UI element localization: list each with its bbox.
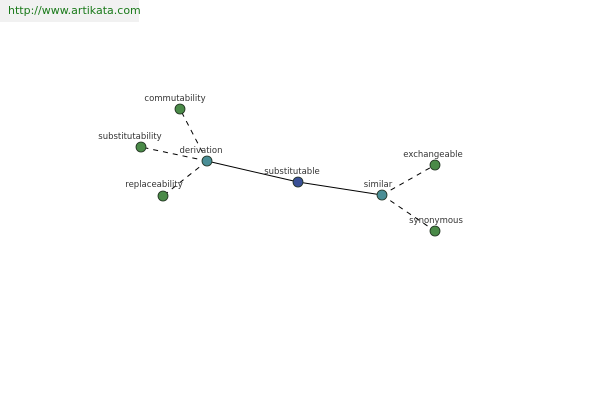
node-label-commutability[interactable]: commutability [144, 94, 205, 104]
node-label-substitutability[interactable]: substitutability [98, 132, 161, 142]
node-label-similar[interactable]: similar [364, 180, 393, 190]
node-label-substitutable[interactable]: substitutable [264, 167, 320, 177]
node-similar[interactable] [376, 189, 388, 201]
edges-layer [140, 108, 436, 232]
node-substitutable[interactable] [292, 176, 304, 188]
node-substitutability[interactable] [135, 141, 147, 153]
edge-derivation-substitutability [140, 146, 208, 162]
labels-layer: substitutable derivation similar commutabil… [98, 94, 463, 226]
edge-similar-exchangeable [381, 164, 436, 196]
node-commutability[interactable] [174, 103, 186, 115]
edge-substitutable-similar [297, 181, 383, 196]
edge-derivation-replaceability [162, 160, 208, 197]
edge-substitutable-derivation [206, 160, 299, 183]
node-label-replaceability[interactable]: replaceability [125, 180, 182, 190]
node-exchangeable[interactable] [429, 159, 441, 171]
node-label-synonymous[interactable]: synonymous [409, 216, 463, 226]
site-link[interactable]: http://www.artikata.com [0, 0, 141, 22]
edge-similar-synonymous [381, 194, 436, 232]
node-label-derivation[interactable]: derivation [179, 146, 222, 156]
node-derivation[interactable] [201, 155, 213, 167]
node-label-exchangeable[interactable]: exchangeable [403, 150, 462, 160]
nodes-layer [135, 103, 441, 237]
node-replaceability[interactable] [157, 190, 169, 202]
node-synonymous[interactable] [429, 225, 441, 237]
